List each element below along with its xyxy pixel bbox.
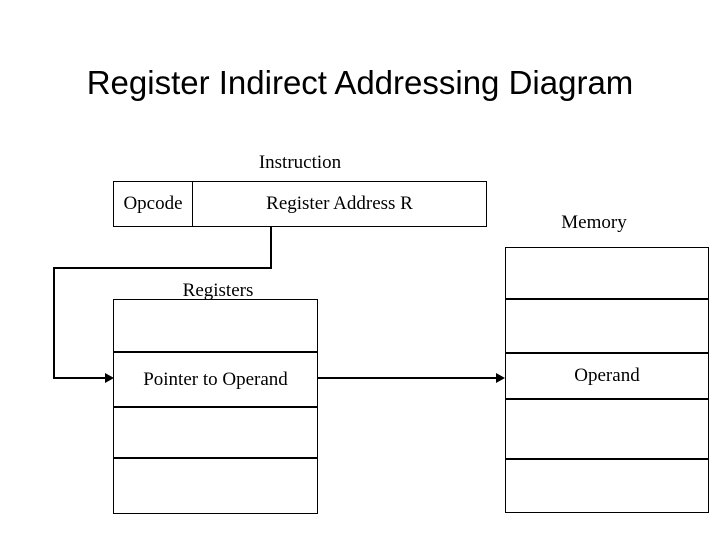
register-row xyxy=(114,459,317,513)
memory-row xyxy=(506,400,708,460)
registers-caption: Registers xyxy=(182,280,254,301)
register-row xyxy=(114,300,317,353)
register-row-pointer: Pointer to Operand xyxy=(114,353,317,408)
register-row xyxy=(114,408,317,459)
memory-table: Operand xyxy=(505,247,709,513)
opcode-field: Opcode xyxy=(114,182,193,226)
connector-instruction-horizontal xyxy=(53,267,272,269)
memory-row xyxy=(506,300,708,354)
connector-registers-to-memory xyxy=(318,377,498,379)
memory-row xyxy=(506,248,708,300)
memory-caption: Memory xyxy=(561,212,627,233)
arrowhead-into-memory-icon xyxy=(496,373,505,383)
connector-instruction-drop xyxy=(270,227,272,269)
connector-into-registers xyxy=(53,377,108,379)
registers-table: Pointer to Operand xyxy=(113,299,318,514)
connector-left-vertical xyxy=(53,267,55,379)
page-title: Register Indirect Addressing Diagram xyxy=(86,64,634,101)
instruction-box: Opcode Register Address R xyxy=(113,181,487,227)
register-address-field: Register Address R xyxy=(266,193,413,214)
memory-row-operand: Operand xyxy=(506,354,708,400)
memory-row xyxy=(506,460,708,512)
arrowhead-into-registers-icon xyxy=(105,373,114,383)
instruction-caption: Instruction xyxy=(258,152,342,173)
